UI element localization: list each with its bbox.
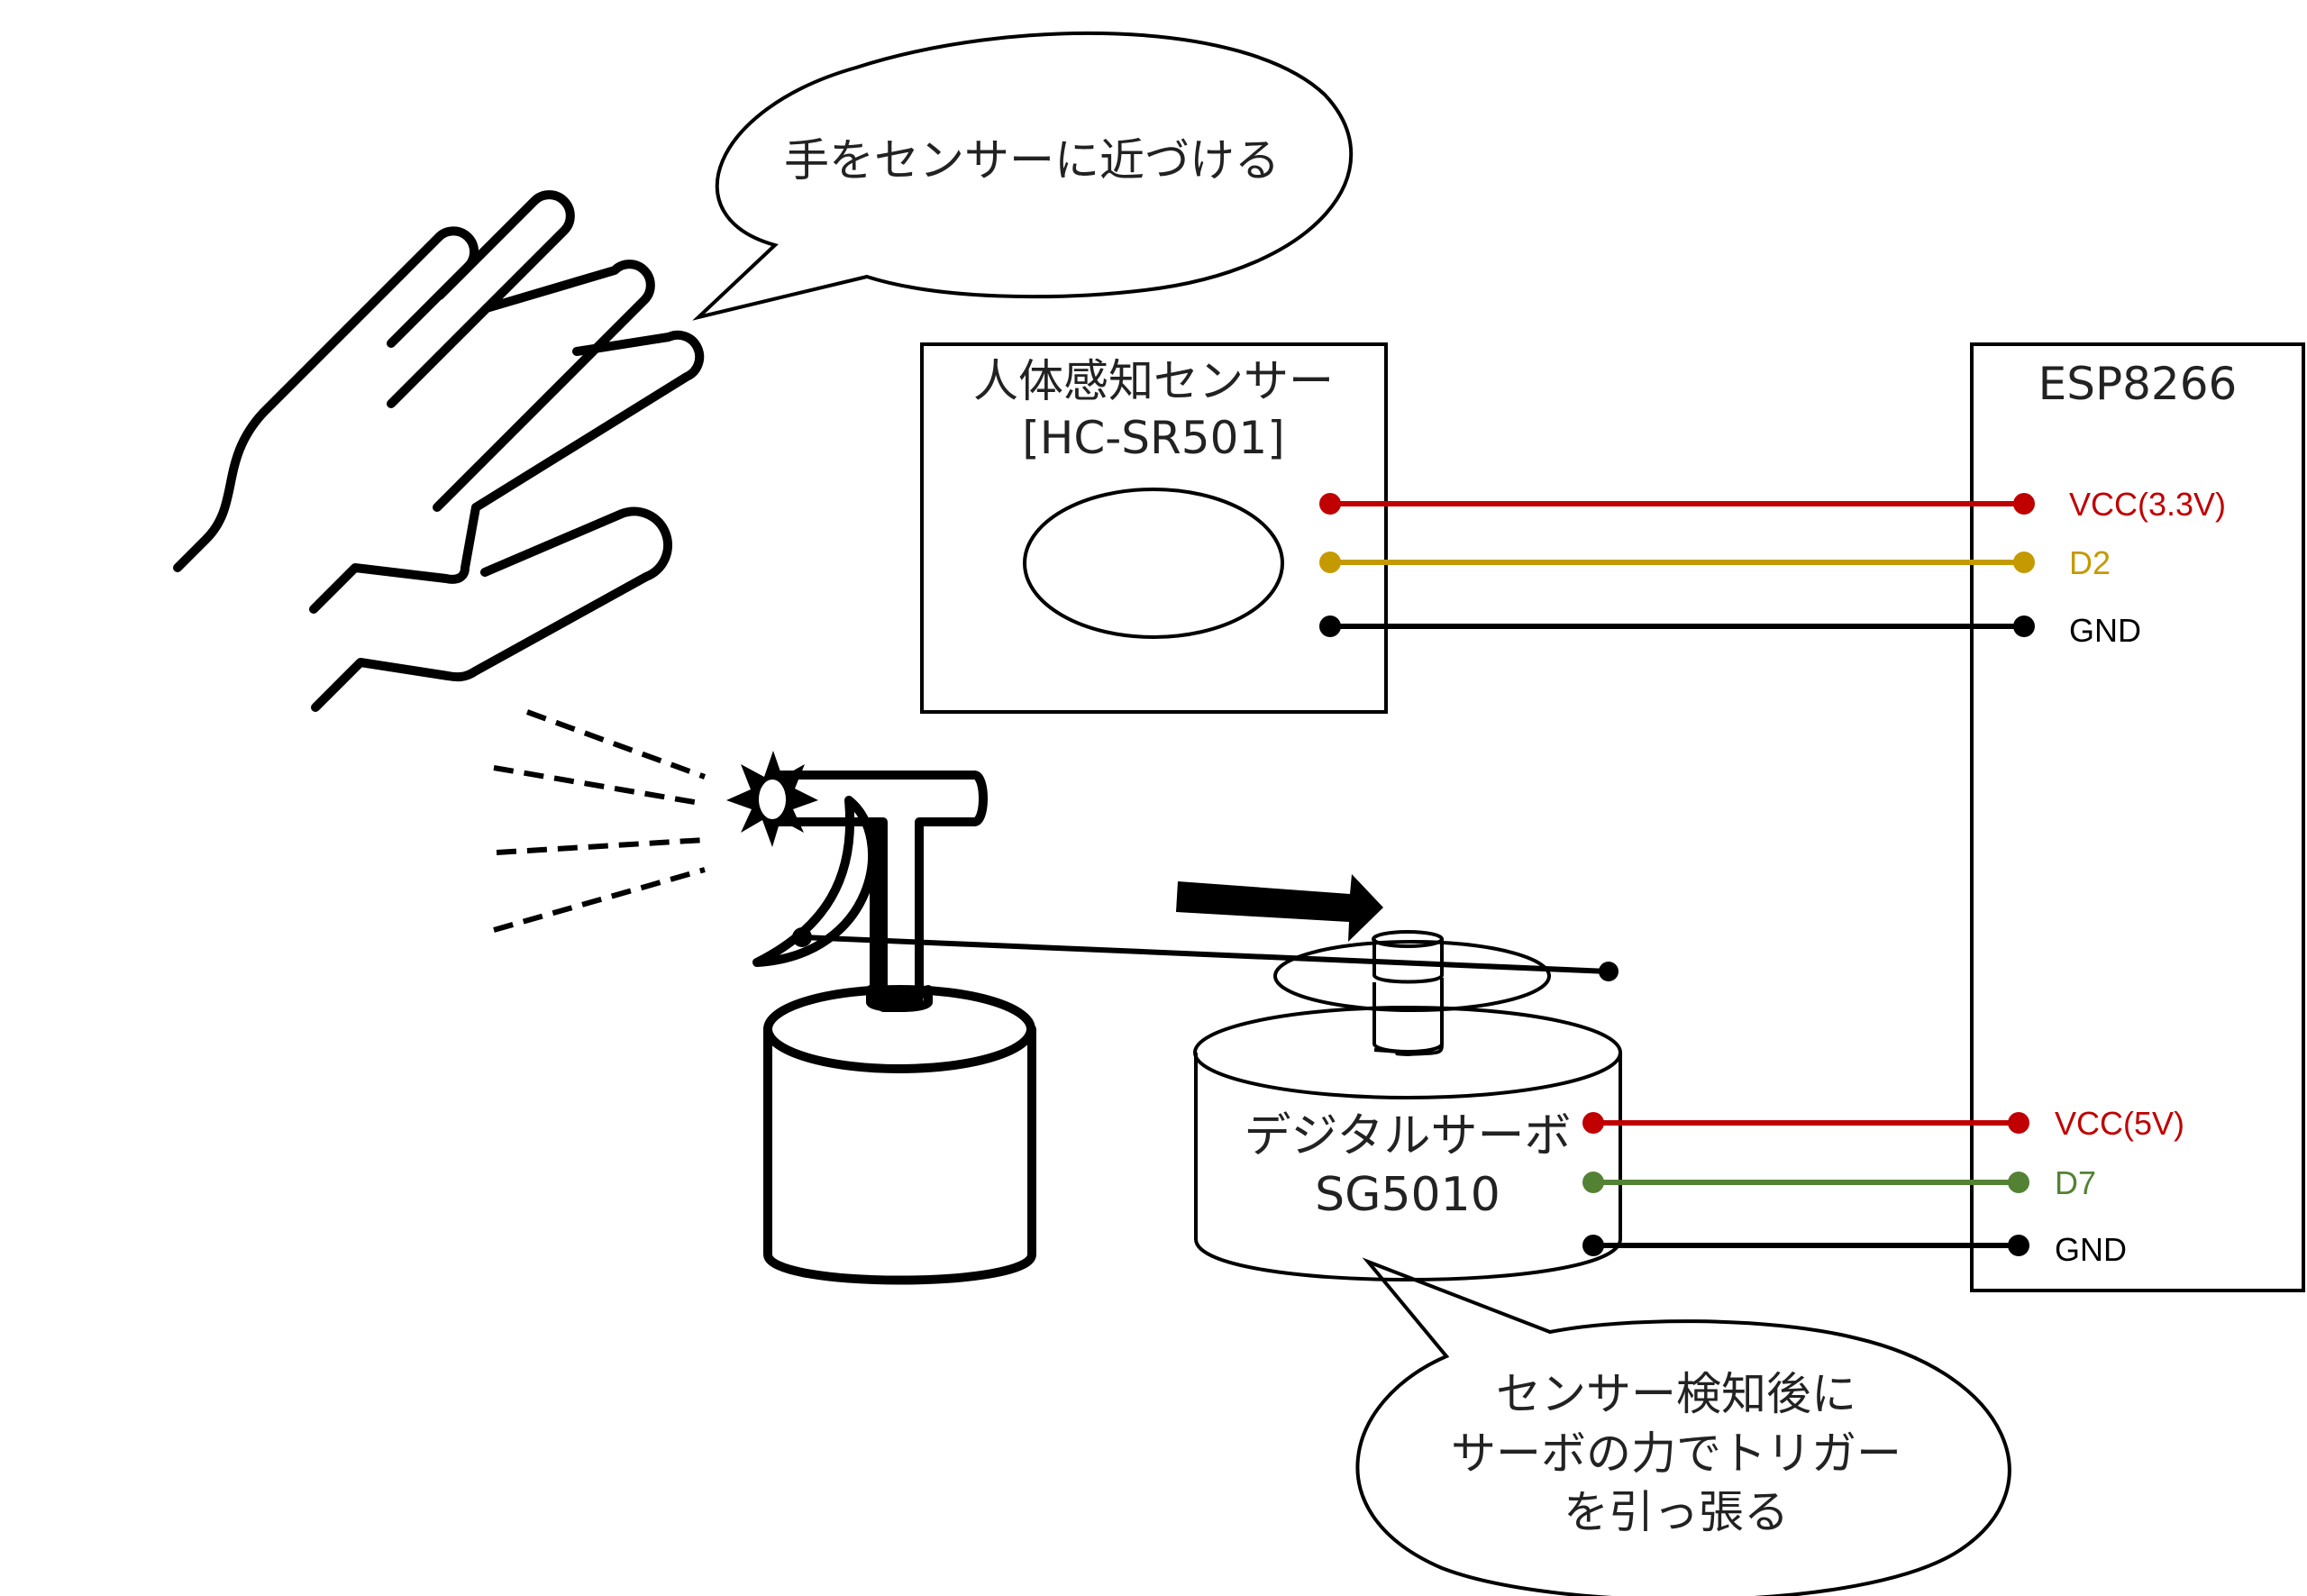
- spark-icon: [726, 751, 818, 847]
- motion-sensor: 人体感知センサー [HC-SR501]: [920, 342, 1388, 714]
- speech-bubble-top: 手をセンサーに近づける: [692, 31, 1354, 321]
- sensor-model: [HC-SR501]: [1022, 412, 1284, 464]
- speech-bubble-bottom: センサー検知後に サーボの力でトリガー を引っ張る: [1355, 1257, 2011, 1596]
- wire-terminal: [2013, 552, 2035, 573]
- pin-label: D2: [2069, 544, 2111, 581]
- pin-label: D7: [2055, 1164, 2096, 1201]
- pull-wire: [792, 927, 1619, 981]
- wire-terminal: [2013, 493, 2035, 515]
- spray-mist: [493, 709, 707, 933]
- servo-model: SG5010: [1315, 1168, 1500, 1222]
- arrow-right-icon: [1176, 874, 1383, 942]
- wire-terminal: [1319, 552, 1341, 573]
- bubble-bottom-line-1: センサー検知後に: [1496, 1368, 1856, 1420]
- pin-label: GND: [2069, 612, 2141, 649]
- wire-terminal: [1582, 1235, 1604, 1256]
- servo-name: デジタルサーボ: [1245, 1109, 1572, 1163]
- wire-terminal: [1319, 616, 1341, 637]
- wire-terminal: [2008, 1235, 2029, 1256]
- wire-terminal: [1582, 1172, 1604, 1193]
- wire-terminal: [1319, 493, 1341, 515]
- bubble-top-text: 手をセンサーに近づける: [784, 134, 1280, 187]
- pin-label: GND: [2055, 1231, 2127, 1268]
- wire-terminal: [2008, 1172, 2029, 1193]
- servo-motor: デジタルサーボ SG5010: [1193, 930, 1622, 1281]
- bubble-bottom-line-2: サーボの力でトリガー: [1451, 1427, 1901, 1480]
- spray-bottle-icon: [726, 751, 1036, 1285]
- wire-terminal: [2013, 616, 2035, 637]
- wire-terminal: [2008, 1112, 2029, 1134]
- bubble-bottom-line-3: を引っ張る: [1564, 1486, 1789, 1538]
- sensor-name: 人体感知センサー: [973, 355, 1334, 407]
- esp8266-board: ESP8266: [1970, 342, 2305, 1292]
- wire-terminal: [1582, 1112, 1604, 1134]
- pin-label: VCC(5V): [2055, 1105, 2184, 1142]
- pin-label: VCC(3.3V): [2069, 486, 2226, 523]
- hand-icon: [173, 190, 705, 712]
- esp-name: ESP8266: [2038, 358, 2238, 410]
